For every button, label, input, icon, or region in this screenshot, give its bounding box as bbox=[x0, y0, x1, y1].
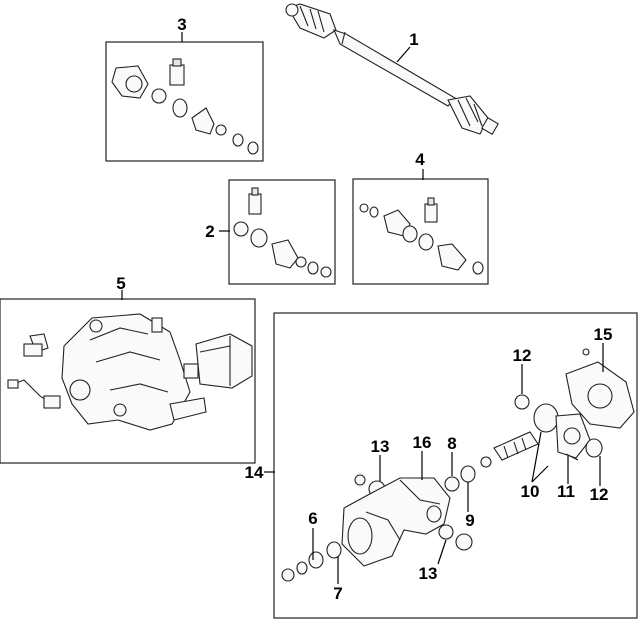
callout-13-top: 13 bbox=[371, 437, 390, 456]
boot-kit-4-parts[interactable] bbox=[359, 197, 484, 275]
boot-kit-2-parts[interactable] bbox=[233, 187, 332, 278]
callout-numbers: 3 1 2 4 5 15 12 13 16 8 9 10 11 12 14 6 … bbox=[116, 15, 612, 603]
callout-14: 14 bbox=[245, 463, 264, 482]
leader-lines bbox=[121, 32, 604, 584]
callout-5: 5 bbox=[116, 274, 125, 293]
callout-12-top: 12 bbox=[513, 346, 532, 365]
drive-shaft-assembly[interactable] bbox=[285, 3, 499, 135]
callout-1: 1 bbox=[409, 30, 418, 49]
box-part-5 bbox=[0, 298, 256, 464]
box-part-2 bbox=[228, 179, 336, 285]
callout-11: 11 bbox=[557, 482, 575, 501]
boot-kit-3-parts[interactable] bbox=[111, 58, 259, 155]
box-part-14 bbox=[273, 312, 638, 619]
callout-2: 2 bbox=[205, 222, 214, 241]
callout-16: 16 bbox=[413, 433, 432, 452]
differential-assembly[interactable] bbox=[281, 348, 635, 582]
box-part-3 bbox=[105, 41, 264, 162]
callout-4: 4 bbox=[415, 150, 425, 169]
callout-7: 7 bbox=[333, 584, 342, 603]
callout-15: 15 bbox=[594, 325, 613, 344]
callout-3: 3 bbox=[177, 15, 186, 34]
callout-12-bottom: 12 bbox=[590, 485, 609, 504]
callout-9: 9 bbox=[465, 511, 474, 530]
carrier-assembly-5[interactable] bbox=[7, 313, 253, 431]
callout-6: 6 bbox=[308, 509, 317, 528]
callout-8: 8 bbox=[447, 434, 456, 453]
callout-13-bottom: 13 bbox=[419, 564, 438, 583]
box-part-4 bbox=[352, 178, 489, 285]
callout-10: 10 bbox=[521, 482, 540, 501]
